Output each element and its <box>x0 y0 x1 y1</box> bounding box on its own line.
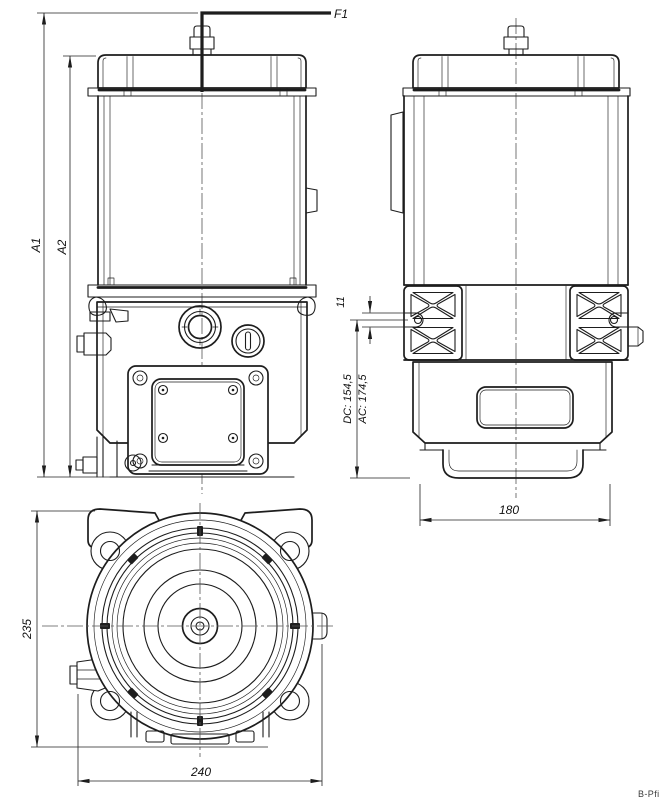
side-bracket-tab <box>390 111 404 214</box>
mount-hole-left <box>403 312 424 328</box>
dim-11-label: 11 <box>335 296 347 307</box>
side-lid <box>412 54 620 89</box>
dim-240-label: 240 <box>190 765 211 779</box>
lid-flange <box>87 87 317 97</box>
nameplate <box>476 386 574 429</box>
dim-180-label: 180 <box>499 503 519 517</box>
bolt-hole <box>279 690 301 712</box>
sight-glass <box>178 305 222 349</box>
cable-f1-label: F1 <box>334 7 348 21</box>
motor-housing <box>412 361 613 444</box>
bolt-hole <box>279 540 301 562</box>
pump-housing <box>76 301 308 444</box>
bolt-hole <box>99 690 121 712</box>
grease-fitting <box>75 436 142 478</box>
junction-box <box>127 365 269 475</box>
front-dimensions: A1 A2 F1 <box>29 7 348 478</box>
front-view: A1 A2 F1 <box>29 7 348 494</box>
cover-plate <box>151 378 245 466</box>
bolt-hole <box>99 540 121 562</box>
top-view: 235 240 <box>20 503 335 786</box>
side-view: 11 DC: 154,5 AC: 174,5 180 <box>335 18 644 526</box>
reservoir-body <box>97 95 318 286</box>
motor-base <box>419 442 607 479</box>
dim-a2-label: A2 <box>55 239 69 255</box>
hex-nut <box>627 326 644 347</box>
bottom-structures <box>130 711 270 745</box>
dim-a1-label: A1 <box>29 238 43 254</box>
left-fittings <box>76 308 129 356</box>
reservoir-flange <box>87 277 317 316</box>
top-dimensions: 235 240 <box>20 510 323 786</box>
mount-hole-right <box>608 312 629 328</box>
dim-ac-label: AC: 174,5 <box>357 374 369 425</box>
dim-235-label: 235 <box>20 619 34 640</box>
cable-f1 <box>200 11 331 92</box>
filler-plug <box>231 324 265 358</box>
side-body <box>390 95 629 286</box>
side-tab <box>305 187 318 214</box>
side-dimensions: 11 DC: 154,5 AC: 174,5 180 <box>335 296 611 526</box>
reservoir-lid <box>97 54 307 89</box>
vibration-mounts <box>403 284 644 361</box>
corner-note: B-Pfi <box>638 789 660 799</box>
side-flange <box>402 87 631 97</box>
dim-dc-label: DC: 154,5 <box>342 373 354 423</box>
